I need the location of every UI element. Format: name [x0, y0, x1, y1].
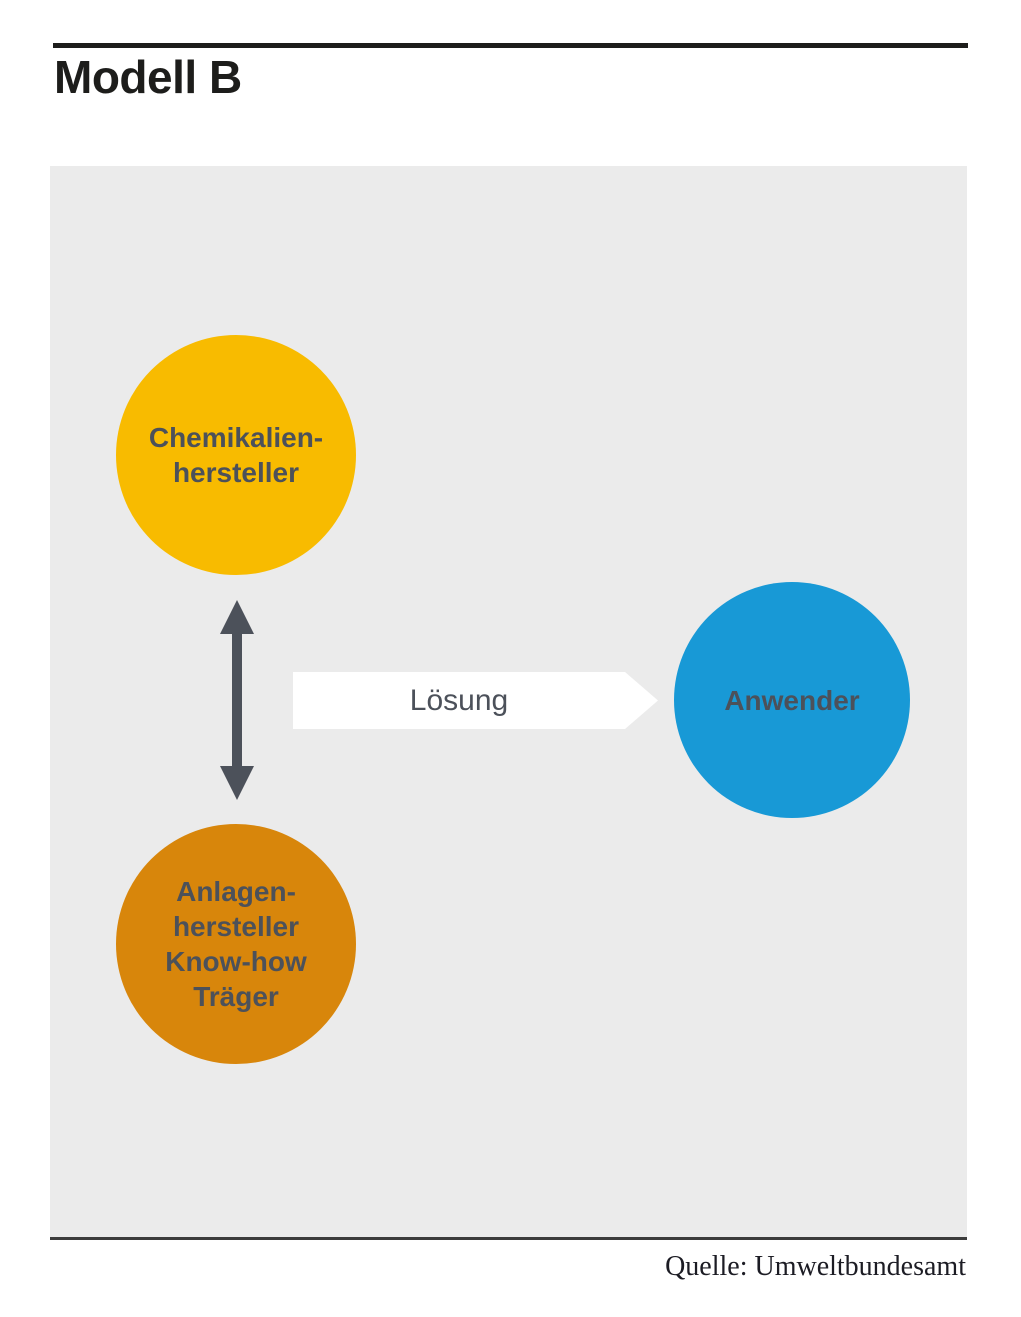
node-chemikalienhersteller: Chemikalien- hersteller — [116, 335, 356, 575]
node-label-line: Träger — [193, 981, 279, 1012]
node-label: Anwender — [724, 683, 859, 718]
node-label-line: Chemikalien- — [148, 422, 324, 453]
title-rule — [53, 43, 968, 48]
loesung-arrow: Lösung — [293, 672, 658, 729]
node-label-line: hersteller — [172, 457, 300, 488]
node-label-line: Anlagen- — [176, 876, 296, 907]
node-label-line: Anwender — [724, 684, 860, 716]
node-anlagenhersteller: Anlagen- hersteller Know-how Träger — [116, 824, 356, 1064]
node-label-line: Know-how — [165, 946, 307, 977]
loesung-arrow-label: Lösung — [409, 683, 509, 717]
node-label-line: hersteller — [172, 911, 300, 942]
page-title: Modell B — [54, 51, 242, 103]
node-anwender: Anwender — [674, 582, 910, 818]
double-vertical-arrow-icon — [220, 600, 254, 800]
source-caption: Quelle: Umweltbundesamt — [665, 1251, 966, 1282]
diagram-panel: Chemikalien- hersteller Anlagen- herstel… — [50, 166, 967, 1240]
node-label: Chemikalien- hersteller — [149, 420, 323, 490]
node-label: Anlagen- hersteller Know-how Träger — [165, 874, 307, 1014]
